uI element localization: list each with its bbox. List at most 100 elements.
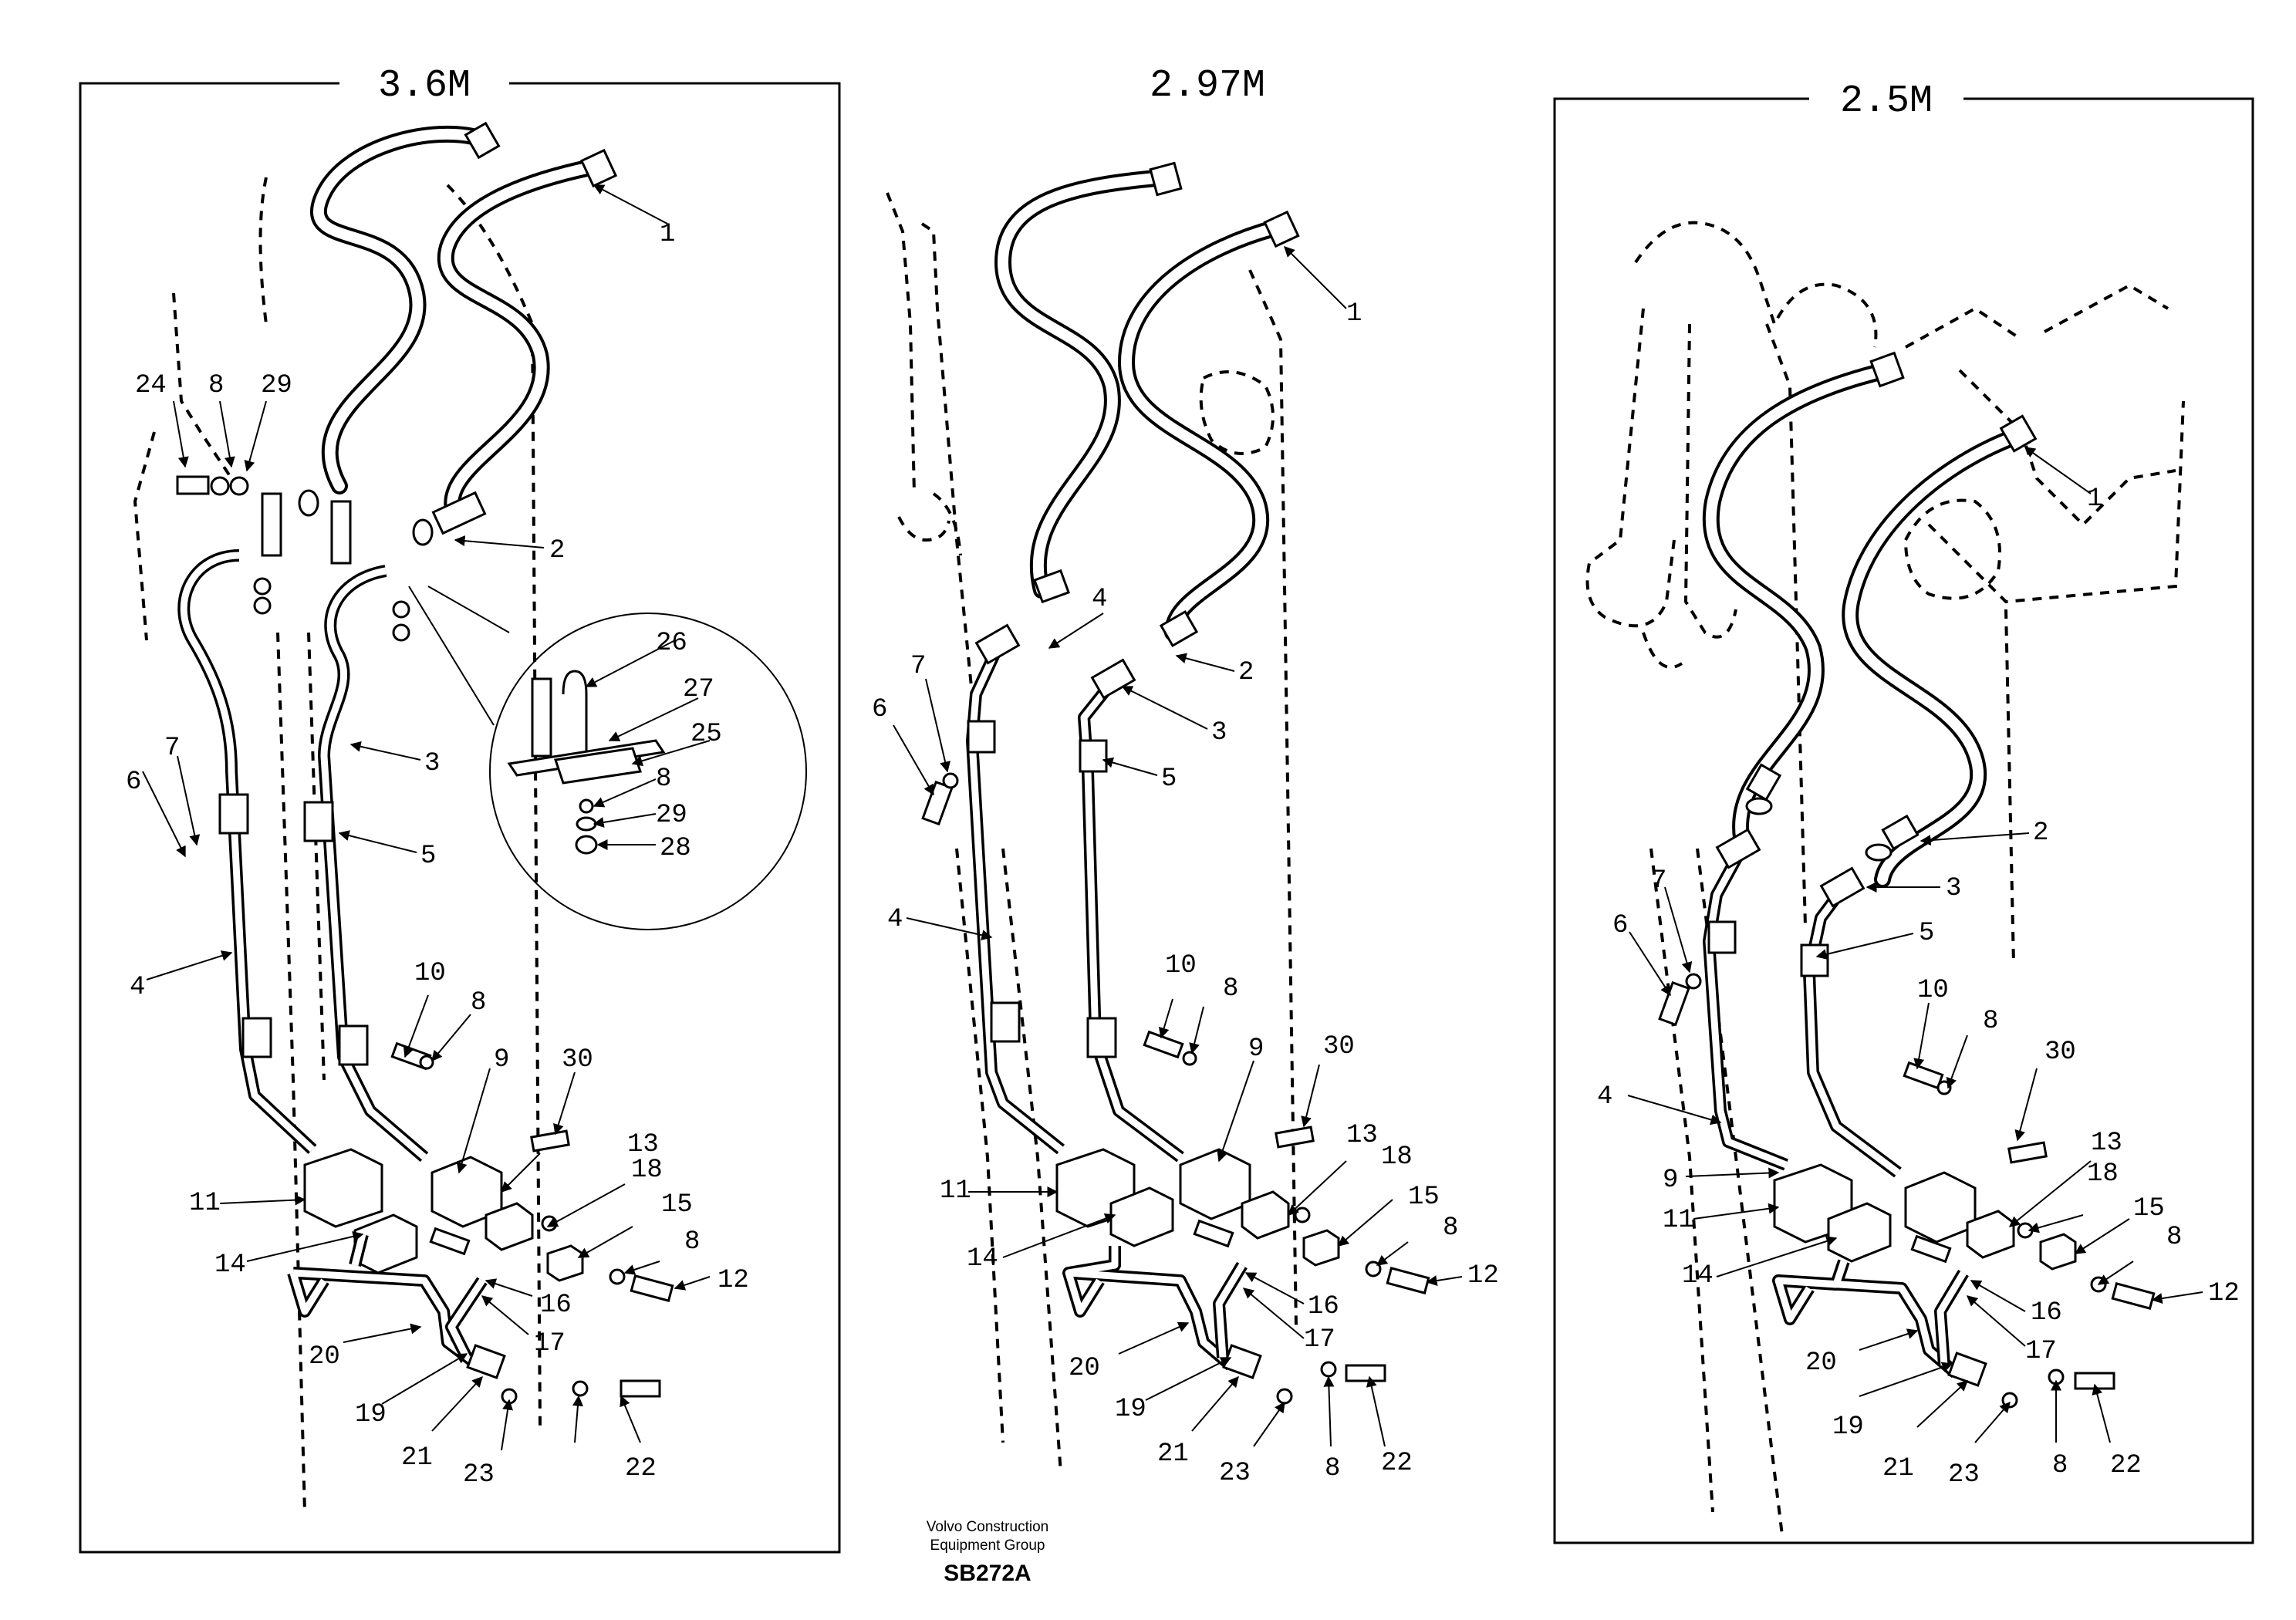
- callout-8: 8: [2052, 1451, 2068, 1480]
- callout-18: 18: [2087, 1159, 2119, 1189]
- callout-4: 4: [1092, 585, 1107, 614]
- callout-4: 4: [887, 905, 903, 934]
- callout-16: 16: [2031, 1298, 2062, 1328]
- callout-3: 3: [424, 749, 440, 778]
- callout-20: 20: [309, 1342, 340, 1372]
- callout-20: 20: [1805, 1348, 1837, 1378]
- callout-18: 18: [1381, 1142, 1413, 1172]
- callout-16: 16: [1308, 1292, 1339, 1321]
- callout-4: 4: [1597, 1082, 1612, 1112]
- callout-17: 17: [1304, 1325, 1335, 1355]
- callout-13: 13: [2091, 1129, 2122, 1158]
- callout-27: 27: [683, 675, 714, 704]
- callout-23: 23: [463, 1460, 495, 1490]
- callout-10: 10: [1917, 976, 1949, 1005]
- panel-3-6m: 3.6M: [79, 64, 841, 1554]
- callout-14: 14: [1682, 1261, 1714, 1291]
- callout-8: 8: [2166, 1223, 2182, 1252]
- callout-14: 14: [967, 1244, 998, 1274]
- callout-13: 13: [1346, 1121, 1378, 1150]
- callout-24: 24: [135, 371, 167, 400]
- callout-21: 21: [401, 1443, 433, 1473]
- callout-1: 1: [660, 220, 675, 249]
- panel-2-97m: 2.97M: [872, 64, 1499, 1488]
- callout-3: 3: [1211, 718, 1227, 748]
- callout-30: 30: [2044, 1038, 2076, 1067]
- panel-frame: [1553, 97, 2254, 1544]
- callout-12: 12: [1467, 1261, 1499, 1291]
- callout-8: 8: [1983, 1007, 1998, 1036]
- callouts: 1 2 3 4 5 6 7 8 8 8 8 9 10 11 12 13 14 1…: [126, 220, 749, 1490]
- panel-2-5m: 2.5M: [1553, 79, 2254, 1544]
- callout-4: 4: [130, 973, 145, 1002]
- callout-10: 10: [414, 959, 446, 988]
- callout-9: 9: [1248, 1034, 1264, 1064]
- callout-22: 22: [1381, 1449, 1413, 1478]
- callout-20: 20: [1069, 1354, 1100, 1383]
- callout-10: 10: [1165, 951, 1197, 980]
- callout-21: 21: [1882, 1454, 1914, 1483]
- company-name: Volvo Construction Equipment Group: [910, 1518, 1065, 1555]
- callout-2: 2: [1238, 658, 1254, 687]
- callout-2: 2: [2033, 818, 2048, 848]
- callout-8: 8: [1223, 974, 1238, 1004]
- callout-19: 19: [1115, 1395, 1146, 1424]
- company-line-2: Equipment Group: [930, 1537, 1045, 1554]
- callout-8: 8: [684, 1227, 700, 1257]
- callout-5: 5: [1919, 919, 1934, 948]
- callout-23: 23: [1219, 1459, 1251, 1488]
- callout-7: 7: [910, 652, 926, 681]
- callout-15: 15: [2133, 1194, 2165, 1223]
- callout-30: 30: [562, 1045, 593, 1075]
- callouts: 1 2 3 4 4 5 6 7 8 8 8 9 10 11 12 13 14 1…: [872, 299, 1499, 1488]
- callout-8: 8: [208, 371, 224, 400]
- callout-2: 2: [549, 536, 565, 565]
- callout-29: 29: [261, 371, 292, 400]
- callout-5: 5: [420, 842, 436, 871]
- callout-8: 8: [471, 988, 486, 1018]
- callout-22: 22: [2110, 1451, 2142, 1480]
- callout-15: 15: [1408, 1183, 1440, 1212]
- drawing-code: SB272A: [944, 1561, 1032, 1586]
- callout-19: 19: [1832, 1412, 1864, 1442]
- callout-28: 28: [660, 834, 691, 863]
- callout-26: 26: [656, 629, 687, 658]
- callouts: 1 2 3 4 5 6 7 8 8 8 9 10 11 12 13 14 15 …: [1597, 484, 2240, 1490]
- callout-21: 21: [1157, 1439, 1189, 1469]
- callout-6: 6: [126, 768, 141, 797]
- callout-5: 5: [1161, 764, 1177, 794]
- callout-11: 11: [940, 1176, 971, 1206]
- callout-13: 13: [627, 1130, 659, 1159]
- callout-12: 12: [2208, 1279, 2240, 1308]
- callout-8: 8: [656, 764, 671, 794]
- panel-title: 3.6M: [378, 64, 471, 108]
- callout-12: 12: [718, 1266, 749, 1295]
- callout-15: 15: [661, 1190, 693, 1220]
- callout-30: 30: [1323, 1032, 1355, 1061]
- callout-9: 9: [1663, 1166, 1678, 1195]
- callout-8: 8: [1325, 1454, 1340, 1483]
- callout-11: 11: [189, 1189, 221, 1218]
- callout-22: 22: [625, 1454, 657, 1483]
- callout-17: 17: [2025, 1337, 2057, 1366]
- callout-7: 7: [1651, 866, 1666, 896]
- callout-14: 14: [214, 1250, 246, 1280]
- callout-29: 29: [656, 801, 687, 830]
- callout-17: 17: [534, 1329, 566, 1358]
- panel-title: 2.97M: [1150, 64, 1265, 108]
- company-line-1: Volvo Construction: [926, 1519, 1049, 1535]
- callout-6: 6: [1612, 911, 1628, 940]
- callout-19: 19: [355, 1400, 387, 1429]
- callout-18: 18: [631, 1156, 663, 1185]
- callout-8: 8: [1443, 1213, 1458, 1243]
- panel-frame: [79, 82, 841, 1554]
- callout-16: 16: [540, 1291, 572, 1320]
- callout-1: 1: [1346, 299, 1362, 329]
- callout-6: 6: [872, 695, 887, 724]
- callout-23: 23: [1948, 1460, 1980, 1490]
- callout-1: 1: [2087, 484, 2102, 514]
- panel-title: 2.5M: [1840, 79, 1933, 123]
- callout-11: 11: [1663, 1206, 1694, 1235]
- callout-3: 3: [1946, 874, 1961, 903]
